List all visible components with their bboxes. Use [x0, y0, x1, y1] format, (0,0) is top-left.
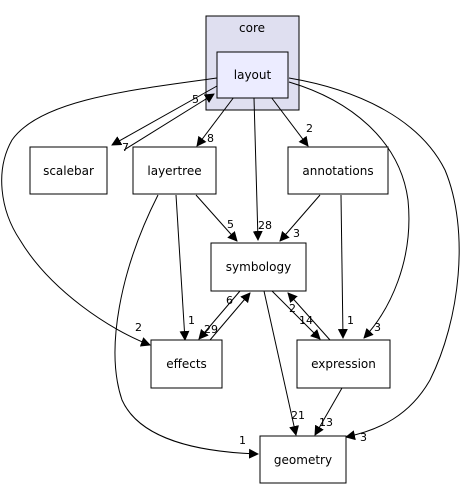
node-scalebar[interactable]: scalebar: [29, 146, 108, 195]
node-label-layout: layout: [234, 68, 272, 82]
edge-label-expression-symbology: 2: [289, 302, 296, 315]
edge-label-layout-expression: 3: [374, 321, 381, 334]
node-effects[interactable]: effects: [150, 339, 223, 389]
edge-layout-geometry: [288, 77, 460, 441]
edge-layertree-symbology: [195, 194, 238, 242]
node-label-annotations: annotations: [302, 164, 373, 178]
edge-expression-geometry: [314, 387, 343, 436]
node-label-expression: expression: [311, 357, 376, 371]
edge-symbology-geometry: [263, 290, 299, 436]
node-label-geometry: geometry: [274, 453, 332, 467]
node-expression[interactable]: expression: [296, 339, 391, 389]
edge-annotations-expression: [337, 194, 348, 339]
edge-layertree-geometry: [114, 194, 259, 459]
edge-layout-annotations: [270, 96, 309, 147]
node-label-layertree: layertree: [147, 164, 201, 178]
node-layertree[interactable]: layertree: [132, 146, 217, 195]
edge-layout-expression: [288, 81, 410, 339]
node-symbology[interactable]: symbology: [210, 242, 307, 292]
node-label-scalebar: scalebar: [43, 164, 94, 178]
edge-label-layout-effects: 2: [135, 321, 142, 334]
node-annotations[interactable]: annotations: [287, 146, 389, 195]
edge-scalebar-layout: [123, 93, 215, 151]
edge-layout-scalebar: [111, 85, 218, 146]
edge-expression-symbology: [287, 292, 331, 341]
edge-label-layertree-symbology: 5: [227, 218, 234, 231]
edge-label-expression-geometry: 13: [319, 416, 333, 429]
edge-symbology-effects: [198, 290, 241, 340]
cluster-label: core: [239, 21, 265, 35]
edge-effects-symbology: [209, 292, 251, 341]
edge-label-symbology-expression: 14: [299, 314, 313, 327]
node-geometry[interactable]: geometry: [259, 435, 347, 484]
edge-annotations-symbology: [279, 194, 321, 242]
edge-symbology-expression: [271, 290, 321, 340]
edge-label-layertree-effects: 1: [188, 314, 195, 327]
edge-layout-effects: [1, 77, 218, 347]
node-label-effects: effects: [166, 357, 207, 371]
edge-label-layertree-geometry: 1: [239, 434, 246, 447]
edge-label-layout-annotations: 2: [306, 122, 313, 135]
edge-label-effects-symbology: 6: [226, 294, 233, 307]
edge-label-layout-geometry: 3: [360, 431, 367, 444]
edge-layout-layertree: [196, 96, 235, 147]
edge-layout-symbology: [252, 97, 263, 241]
node-label-symbology: symbology: [226, 260, 291, 274]
edge-label-symbology-geometry: 21: [291, 409, 305, 422]
node-layout[interactable]: layout: [216, 51, 289, 99]
edge-label-scalebar-layout: 5: [192, 93, 199, 106]
edge-label-annotations-expression: 1: [347, 314, 354, 327]
edge-label-layout-scalebar: 7: [122, 141, 129, 154]
edge-label-layout-layertree: 8: [207, 132, 214, 145]
edge-label-annotations-symbology: 3: [293, 227, 300, 240]
edge-label-layout-symbology: 28: [258, 219, 272, 232]
edge-label-symbology-effects: 29: [204, 323, 218, 336]
edge-layertree-effects: [175, 194, 190, 341]
